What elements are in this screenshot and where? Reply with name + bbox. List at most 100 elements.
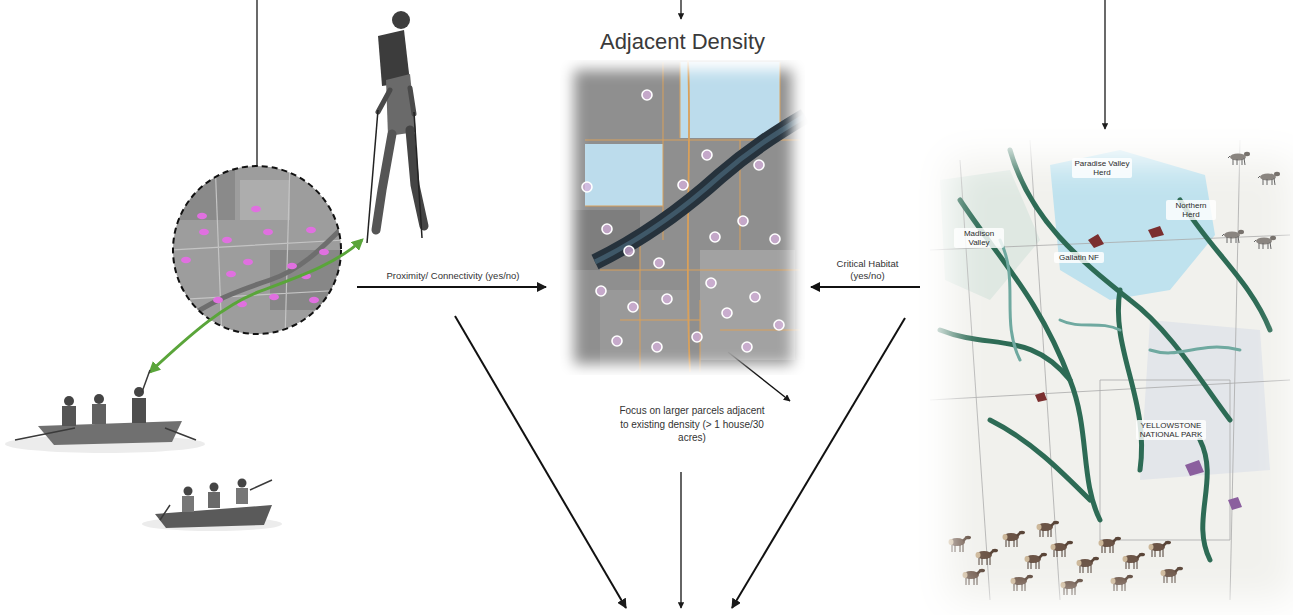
river [595,116,805,262]
elk [1099,537,1122,553]
house-point [750,292,760,302]
hiker-head [392,11,410,29]
recreation-point [309,297,319,303]
house-point [678,180,688,190]
aerial-field [175,170,235,220]
trekking-pole [414,112,422,238]
map-label: Northern Herd [1166,200,1216,220]
incoming-arrow [1104,0,1105,129]
hiker-figure [367,11,424,243]
aerial-road [170,160,345,340]
angler [132,398,146,423]
recreation-point [263,229,273,235]
habitat-map: Paradise Valley HerdNorthern HerdMadison… [920,130,1293,610]
house-point [602,224,612,234]
map-label: Gallatin NF [1054,252,1104,263]
house-point [702,150,712,160]
rafter [182,496,194,512]
connector-label: Proximity/ Connectivity (yes/no) [376,270,530,282]
wolf [1221,230,1244,243]
habitat-patch [1035,226,1164,402]
connector-label: Critical Habitat (yes/no) [818,258,917,282]
migration-corridor [1010,150,1230,420]
note-text: Focus on larger parcels adjacent to exis… [614,404,770,445]
elk [1111,575,1134,591]
angler [62,406,76,426]
habitat-map-image [900,120,1293,615]
corridor-branch [1000,240,1020,360]
house-point [642,90,652,100]
connectivity-curve [150,240,362,372]
house-point [612,336,622,346]
migration-corridor [1118,290,1141,470]
house-point [596,286,606,296]
recreation-point [213,297,223,303]
house-point [710,232,720,242]
incoming-arrow [256,0,257,189]
hiker-leg [376,134,392,230]
house-point [754,160,764,170]
corridor-branch [1000,240,1240,360]
hiker-leg [410,130,424,226]
elk [1161,567,1184,583]
corridor-branch [1060,320,1120,330]
rafter [236,488,248,504]
elk [1123,553,1146,569]
recreation-point [197,213,207,219]
angler [64,396,74,406]
map-label: Paradise Valley Herd [1072,158,1132,178]
road [688,60,690,372]
house-point [706,278,716,288]
house-point [774,320,784,330]
drift-boat [38,421,182,445]
recreation-point [199,229,209,235]
elk [1025,553,1048,569]
rafter [210,483,219,492]
house-point [654,258,664,268]
migration-corridor [940,330,1070,380]
recreation-point [306,227,316,233]
wolf [1253,236,1276,249]
house-point [722,308,732,318]
rafter [184,487,193,496]
elk [1003,531,1026,547]
recreation-point [243,259,253,265]
aerial-circle-image [170,160,345,340]
house-point [770,234,780,244]
raft [155,505,272,528]
trekking-pole [367,110,378,243]
paddle [160,480,272,520]
house-point [628,302,638,312]
aerial-field [700,250,795,360]
wolf [1257,172,1280,185]
corridor-branch [1150,347,1240,353]
elk [1061,579,1084,595]
recreation-point [269,294,279,300]
proximity-arrow [357,286,546,288]
house-point [582,182,592,192]
recreation-point [251,206,261,212]
recreation-point [181,257,191,263]
elk [1051,541,1074,557]
density-panel: Adjacent Density [554,25,811,375]
elk [1077,557,1100,573]
parcel-highlight [680,62,780,138]
elk [949,536,972,552]
wolf [1227,152,1250,165]
parcel-line [585,62,800,372]
aerial-ground [560,60,805,375]
angler [92,404,106,424]
recreation-point [319,249,329,255]
recreation-point [222,237,232,243]
boating-figures [5,370,282,531]
parcel-highlight [585,144,663,206]
house-point [692,332,702,342]
elk [976,549,999,565]
density-aerial-image [560,60,805,375]
migration-corridor [1200,440,1210,560]
dashed-circle [173,166,341,334]
rafter [208,492,220,508]
habitat-patch [1185,460,1242,510]
